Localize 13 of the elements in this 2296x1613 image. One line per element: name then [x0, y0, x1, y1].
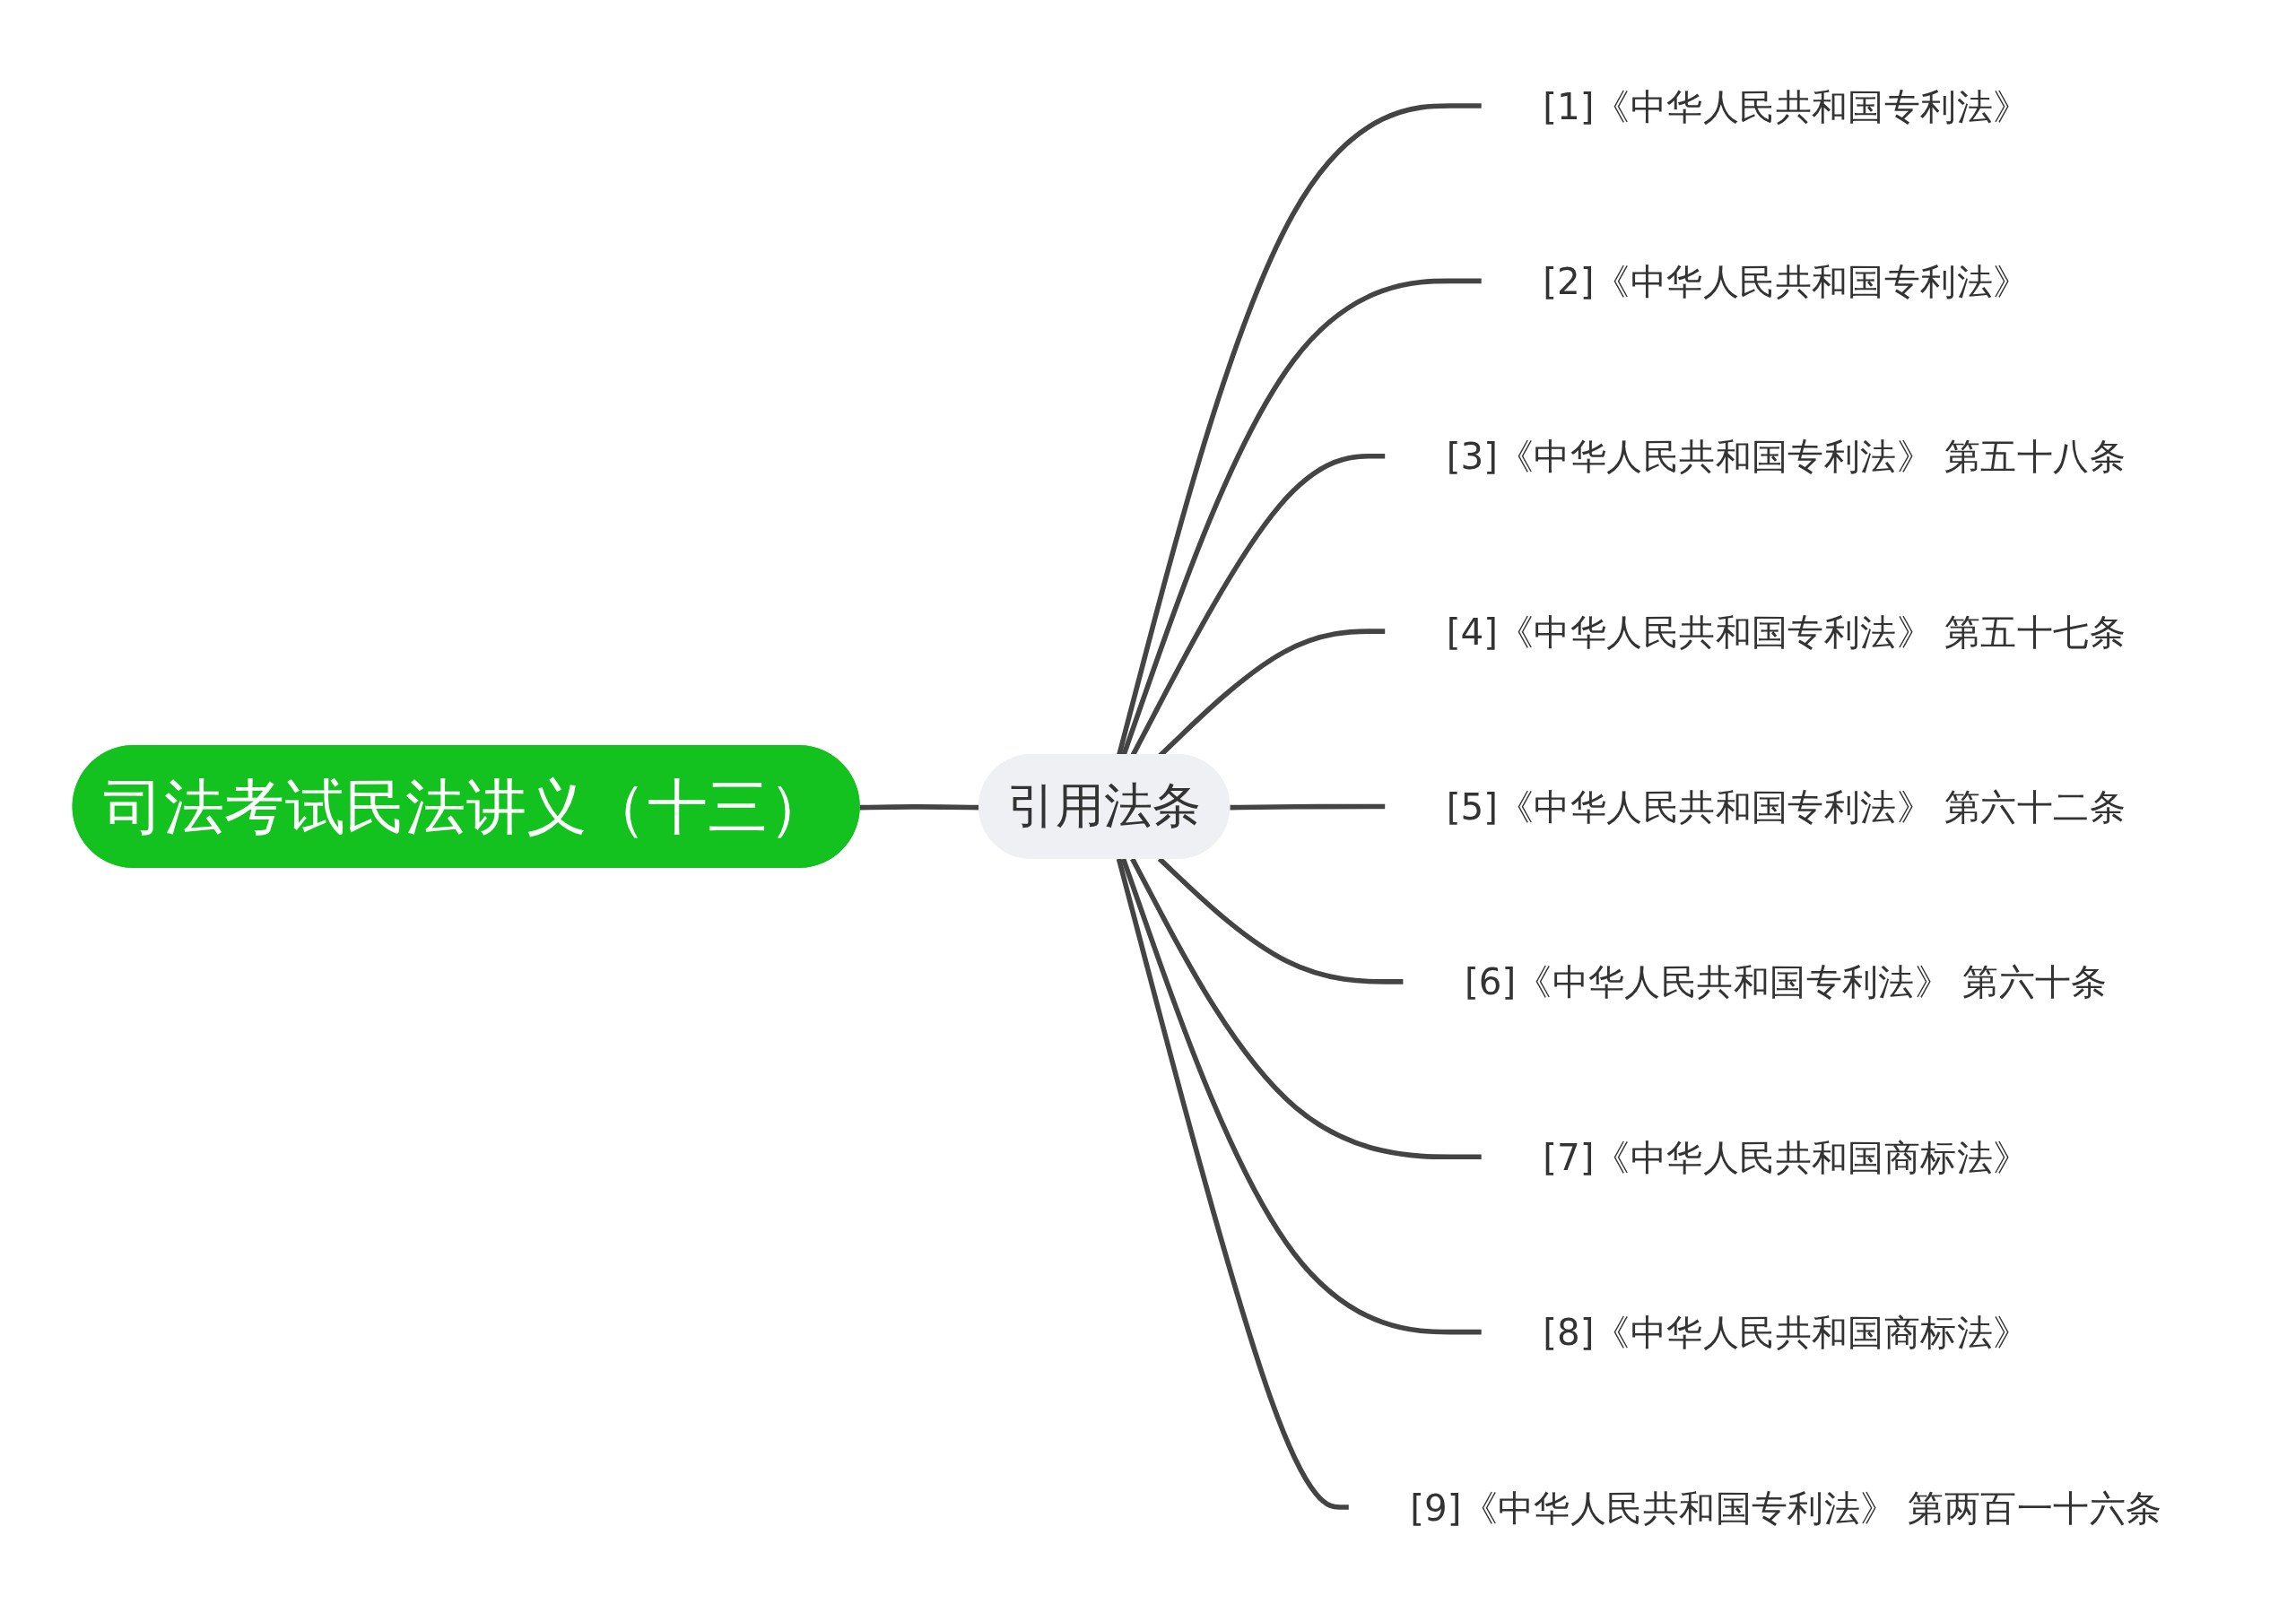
node-text: [2]《中华人民共和国专利法》: [1543, 259, 2030, 302]
node-text: [5]《中华人民共和国专利法》 第六十二条: [1446, 785, 2126, 828]
node-text: [7]《中华人民共和国商标法》: [1543, 1135, 2030, 1178]
connector: [1230, 803, 1387, 811]
node-text: [8]《中华人民共和国商标法》: [1543, 1311, 2030, 1354]
node-text: [3]《中华人民共和国专利法》 第五十八条: [1446, 435, 2126, 478]
connector: [1116, 858, 1351, 1510]
node-text: [4]《中华人民共和国专利法》 第五十七条: [1446, 610, 2126, 653]
connector: [1130, 857, 1483, 1160]
node-text: [9]《中华人民共和国专利法》 第两百一十六条: [1410, 1486, 2162, 1529]
connector: [1121, 857, 1483, 1335]
node-text: [1]《中华人民共和国专利法》: [1543, 84, 2030, 127]
node-text: [6]《中华人民共和国专利法》 第六十条: [1465, 960, 2109, 1003]
